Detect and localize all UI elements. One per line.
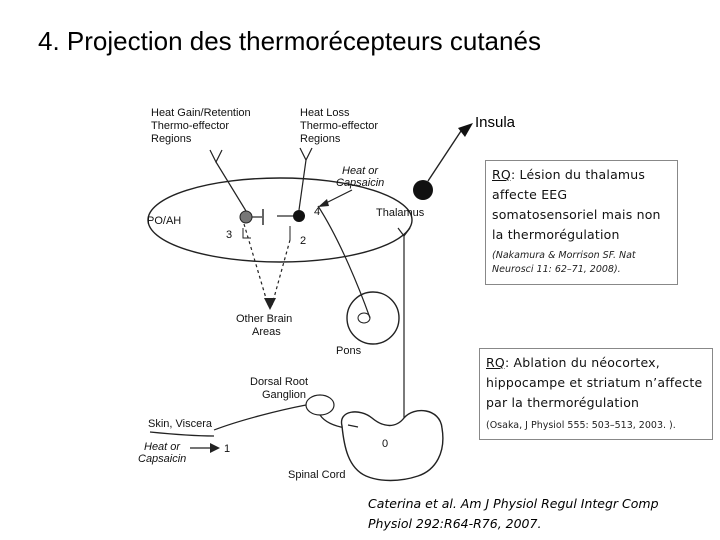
heat-capsaicin-bottom-label-2: Capsaicin	[138, 453, 186, 465]
gain-neuron	[239, 210, 253, 224]
insula-arrowhead	[458, 123, 473, 137]
loss-neuron	[293, 210, 305, 222]
heat-loss-label-1: Heat Loss	[300, 107, 350, 119]
cortex-note-text: RQ: Ablation du néocortex, hippocampe et…	[486, 353, 706, 413]
thalamus-insula-projection	[427, 130, 462, 182]
heat-loss-label-3: Regions	[300, 133, 341, 145]
thalamus-note-text: RQ: Lésion du thalamus affecte EEG somat…	[492, 165, 671, 245]
pons-region	[346, 291, 400, 345]
drg-cell-body	[305, 394, 335, 416]
thalamus-note-reference: (Nakamura & Morrison SF. Nat Neurosci 11…	[492, 250, 636, 275]
step-1-label: 1	[224, 443, 230, 455]
heat-gain-label-3: Regions	[151, 133, 192, 145]
loss-effector-terminal	[299, 147, 313, 162]
drg-label-1: Dorsal Root	[250, 376, 308, 388]
step-0-label: 0	[382, 438, 388, 450]
spinal-cord-label: Spinal Cord	[288, 469, 345, 481]
central-heat-arrowhead	[318, 199, 329, 207]
gain-output-path	[215, 161, 247, 212]
thalamus-label: Thalamus	[376, 207, 425, 219]
heat-capsaicin-top-label-1: Heat or	[342, 165, 379, 177]
step-3-marker	[242, 228, 251, 239]
insula-label: Insula	[475, 114, 516, 131]
gain-effector-terminal	[209, 149, 223, 164]
cortex-note-reference: (Osaka, J Physiol 555: 503–513, 2003. ).	[486, 420, 676, 431]
cortex-note-box: RQ: Ablation du néocortex, hippocampe et…	[479, 348, 713, 440]
spinal-cord-section	[340, 409, 444, 482]
thalamus-note-box: RQ: Lésion du thalamus affecte EEG somat…	[485, 160, 678, 285]
skin-receptor	[149, 431, 215, 437]
thalamus-note-body: : Lésion du thalamus affecte EEG somatos…	[492, 167, 661, 242]
dorsal-horn-terminal	[347, 424, 359, 428]
po-ah-label: PO/AH	[147, 215, 181, 227]
thalamus-note-ro: RQ	[492, 167, 511, 182]
other-brain-arrowhead	[264, 298, 276, 310]
pons-label: Pons	[336, 345, 362, 357]
heat-capsaicin-top-label-2: Capsaicin	[336, 177, 384, 189]
peripheral-heat-arrowhead	[210, 443, 220, 453]
heat-gain-label-2: Thermo-effector	[151, 120, 229, 132]
citation-line-2: Physiol 292:R64-R76, 2007.	[368, 516, 542, 531]
loss-output-path	[298, 159, 307, 211]
other-brain-label-1: Other Brain	[236, 313, 292, 325]
dashed-path-gain	[243, 223, 269, 306]
heat-gain-label-1: Heat Gain/Retention	[151, 107, 251, 119]
heat-loss-label-2: Thermo-effector	[300, 120, 378, 132]
slide-title: 4. Projection des thermorécepteurs cutan…	[38, 26, 541, 56]
source-citation: Caterina et al. Am J Physiol Regul Integ…	[368, 494, 698, 534]
step-4-label: 4	[314, 206, 320, 218]
po-ah-region	[147, 177, 413, 263]
drg-peripheral-axon	[213, 404, 307, 431]
pons-to-po-ah-path	[317, 205, 371, 319]
cortex-note-body: : Ablation du néocortex, hippocampe et s…	[486, 355, 703, 410]
cortex-note-ro: RQ	[486, 355, 505, 370]
skin-viscera-label: Skin, Viscera	[148, 418, 213, 430]
thalamus-neuron	[413, 180, 433, 200]
citation-line-1: Caterina et al. Am J Physiol Regul Integ…	[368, 496, 659, 511]
heat-capsaicin-bottom-label-1: Heat or	[144, 441, 181, 453]
drg-label-2: Ganglion	[262, 389, 306, 401]
dashed-path-loss	[271, 239, 291, 306]
step-2-label: 2	[300, 235, 306, 247]
step-3-label: 3	[226, 229, 232, 241]
other-brain-label-2: Areas	[252, 326, 281, 338]
